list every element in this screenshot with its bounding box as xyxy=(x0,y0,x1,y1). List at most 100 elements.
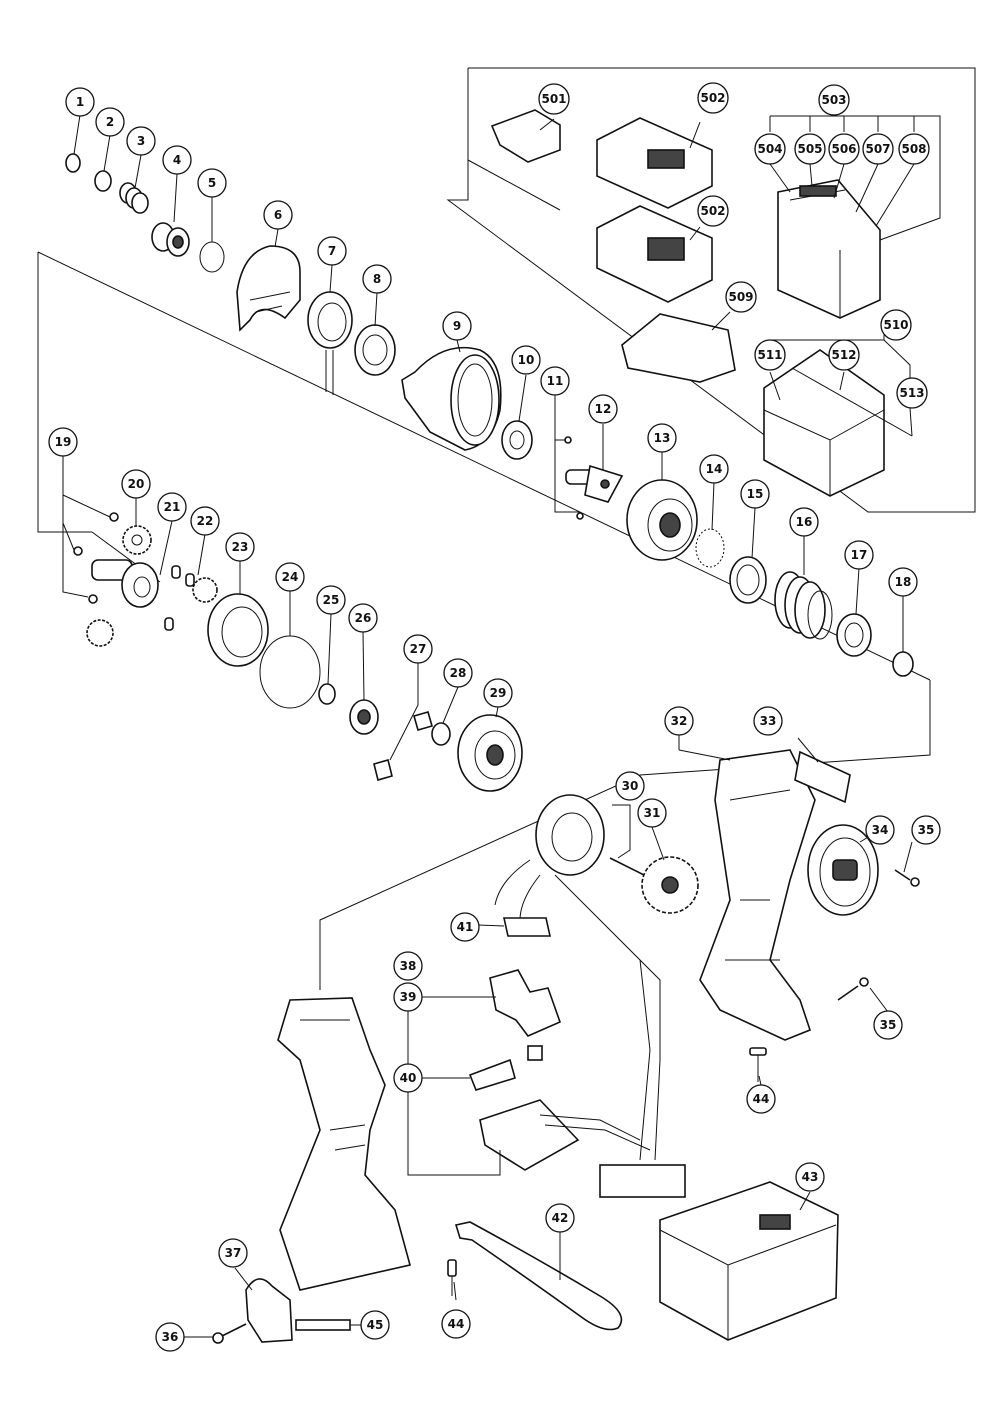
callout-number: 3 xyxy=(137,134,145,148)
washer-part-17 xyxy=(836,613,872,657)
part-callout-12: 12 xyxy=(588,394,618,424)
armature-part-30 xyxy=(609,856,699,914)
callout-circle xyxy=(225,532,255,562)
part-callout-507: 507 xyxy=(862,133,894,165)
callout-circle xyxy=(789,507,819,537)
label-part-41 xyxy=(503,917,551,937)
callout-circle xyxy=(65,87,95,117)
callout-circle xyxy=(121,469,151,499)
callout-circle xyxy=(545,1203,575,1233)
callout-number: 26 xyxy=(355,611,372,625)
callout-circle xyxy=(746,1084,776,1114)
case-part-510 xyxy=(763,349,913,497)
part-callout-512: 512 xyxy=(828,339,860,371)
callout-circle xyxy=(697,195,729,227)
callout-number: 19 xyxy=(55,435,72,449)
part-callout-37: 37 xyxy=(218,1238,248,1268)
callout-number: 14 xyxy=(706,462,723,476)
screw-part-36 xyxy=(212,1323,247,1344)
callout-circle xyxy=(393,951,423,981)
callout-number: 8 xyxy=(373,272,381,286)
callout-circle xyxy=(197,168,227,198)
callout-circle xyxy=(753,706,783,736)
callout-number: 1 xyxy=(76,95,84,109)
callout-circle xyxy=(511,345,541,375)
callout-number: 36 xyxy=(162,1330,179,1344)
spring-part-16 xyxy=(774,571,833,640)
callout-circle xyxy=(828,339,860,371)
part-callout-506: 506 xyxy=(828,133,860,165)
part-callout-23: 23 xyxy=(225,532,255,562)
callout-number: 512 xyxy=(831,348,856,362)
callout-circle xyxy=(588,394,618,424)
callout-circle xyxy=(818,84,850,116)
part-callout-502: 502 xyxy=(697,195,729,227)
part-callout-501: 501 xyxy=(538,83,570,115)
callout-circle xyxy=(754,339,786,371)
hammer-part-13 xyxy=(626,479,698,561)
part-callout-36: 36 xyxy=(155,1322,185,1352)
callout-number: 21 xyxy=(164,500,181,514)
part-callout-44: 44 xyxy=(441,1309,471,1339)
callout-number: 9 xyxy=(453,319,461,333)
ring-part-18 xyxy=(892,651,914,677)
part-callout-27: 27 xyxy=(403,634,433,664)
callout-circle xyxy=(828,133,860,165)
part-callout-31: 31 xyxy=(637,798,667,828)
callout-number: 508 xyxy=(901,142,926,156)
part-callout-510: 510 xyxy=(880,309,912,341)
callout-circle xyxy=(794,133,826,165)
part-callout-508: 508 xyxy=(898,133,930,165)
callout-circle xyxy=(450,912,480,942)
end-cap-part-34 xyxy=(807,824,879,916)
callout-number: 39 xyxy=(400,990,417,1004)
hook-part-501 xyxy=(490,109,561,163)
strap-part-42 xyxy=(454,1221,623,1331)
switch-part-39 xyxy=(489,969,562,1061)
callout-number: 18 xyxy=(895,575,912,589)
spindle-part-21 xyxy=(91,559,159,608)
callout-circle xyxy=(162,145,192,175)
light-ring-part-7 xyxy=(307,291,353,395)
part-callout-35: 35 xyxy=(911,815,941,845)
callout-circle xyxy=(263,200,293,230)
part-callout-511: 511 xyxy=(754,339,786,371)
callout-number: 6 xyxy=(274,208,282,222)
callout-circle xyxy=(697,82,729,114)
part-callout-509: 509 xyxy=(725,281,757,313)
callout-circle xyxy=(483,678,513,708)
part-callout-6: 6 xyxy=(263,200,293,230)
screw-part-35a xyxy=(894,869,920,887)
callout-circle xyxy=(275,562,305,592)
part-callout-30: 30 xyxy=(615,771,645,801)
callout-number: 507 xyxy=(865,142,890,156)
washer-part-2 xyxy=(94,170,112,192)
part-callout-32: 32 xyxy=(664,706,694,736)
part-callout-503: 503 xyxy=(818,84,850,116)
callout-circle xyxy=(615,771,645,801)
part-callout-18: 18 xyxy=(888,567,918,597)
callout-number: 16 xyxy=(796,515,813,529)
clip-part-27a xyxy=(413,711,433,731)
callout-circle xyxy=(441,1309,471,1339)
callout-number: 30 xyxy=(622,779,639,793)
inlay-part-509 xyxy=(621,313,736,383)
retaining-ring-part xyxy=(65,153,81,173)
callout-number: 34 xyxy=(872,823,889,837)
callout-number: 10 xyxy=(518,353,535,367)
callout-number: 17 xyxy=(851,548,868,562)
callout-number: 2 xyxy=(106,115,114,129)
callout-number: 501 xyxy=(541,92,566,106)
callout-number: 40 xyxy=(400,1071,417,1085)
callout-circle xyxy=(157,492,187,522)
part-callout-1: 1 xyxy=(65,87,95,117)
part-callout-5: 5 xyxy=(197,168,227,198)
washer-part-25 xyxy=(318,683,336,705)
callout-circle xyxy=(862,133,894,165)
callout-number: 4 xyxy=(173,153,181,167)
stator-part xyxy=(494,794,661,1161)
part-callout-3: 3 xyxy=(126,126,156,156)
clip-part-27b xyxy=(373,759,393,781)
callout-number: 502 xyxy=(700,91,725,105)
